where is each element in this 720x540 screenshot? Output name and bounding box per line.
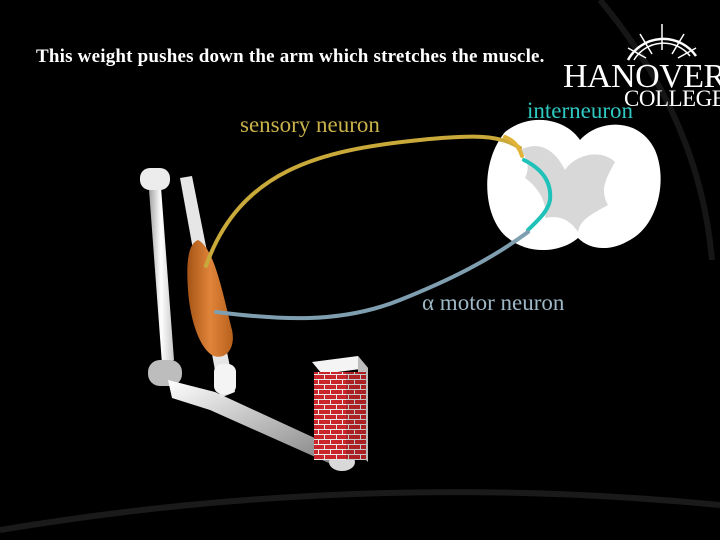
- sensory-neuron-fiber: [204, 134, 522, 268]
- logo-wordmark: HANOVER: [563, 58, 720, 95]
- spinal-cord: [487, 119, 661, 251]
- motor-neuron-fiber: [214, 230, 530, 321]
- college-seal-icon: [626, 24, 698, 61]
- motor-neuron-label: α motor neuron: [422, 290, 565, 315]
- interneuron-fiber: [522, 158, 553, 232]
- slide-title: This weight pushes down the arm which st…: [36, 46, 545, 67]
- sensory-neuron-label: sensory neuron: [240, 112, 380, 137]
- theme-arc-bottom: [0, 489, 720, 533]
- logo-subtitle: COLLEGE: [624, 86, 720, 111]
- sensory-neuron-terminal: [503, 135, 524, 158]
- interneuron-label: interneuron: [527, 98, 634, 123]
- humerus-bone: [140, 168, 182, 386]
- biceps-muscle: [187, 240, 233, 357]
- brick-weight: [312, 356, 368, 462]
- theme-arc-right: [597, 0, 715, 261]
